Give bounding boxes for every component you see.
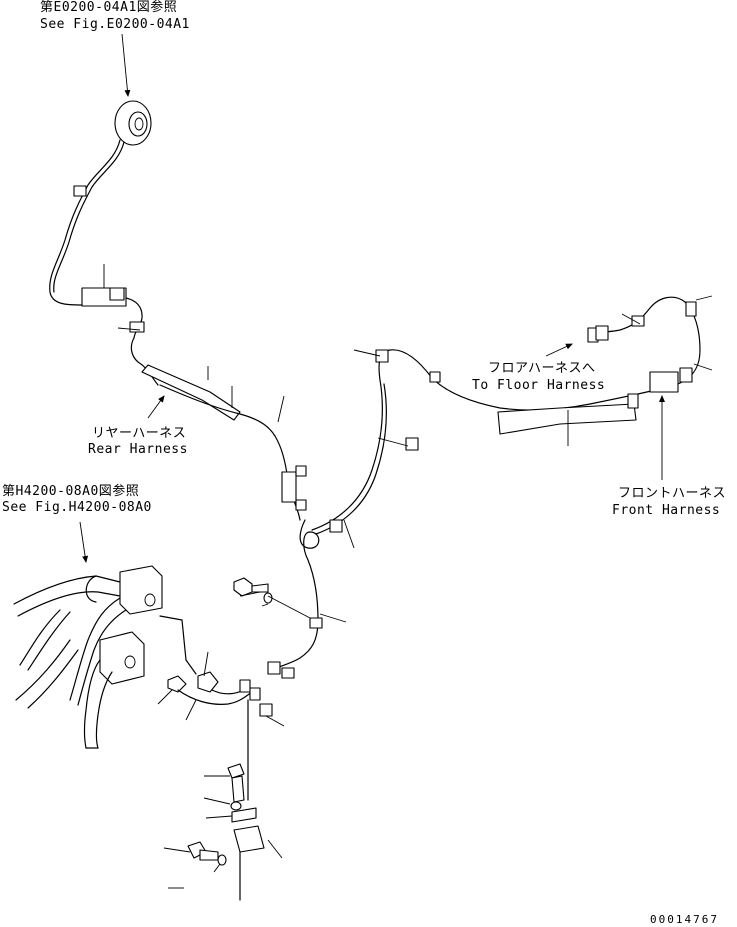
drawing-number: 00014767 xyxy=(650,913,719,926)
ref-e0200-en: See Fig.E0200-04A1 xyxy=(40,17,190,32)
ref-h4200-en: See Fig.H4200-08A0 xyxy=(2,500,152,515)
to-floor-harness-en: To Floor Harness xyxy=(472,378,606,393)
front-harness-jp: フロントハーネス xyxy=(618,486,727,501)
front-harness-en: Front Harness xyxy=(612,503,721,518)
reference-arrows xyxy=(79,33,665,563)
rear-harness-en: Rear Harness xyxy=(88,442,188,457)
rear-harness-jp: リヤーハーネス xyxy=(92,426,187,441)
valve-block-assembly xyxy=(13,565,163,749)
harness-loop-and-branch xyxy=(267,519,323,679)
to-floor-harness-jp: フロアハーネスへ xyxy=(488,361,596,376)
front-harness-cable xyxy=(311,296,701,535)
pressure-switches xyxy=(159,615,273,801)
ref-h4200-jp: 第H4200-08A0図参照 xyxy=(2,484,140,499)
top-sensor-connector xyxy=(114,100,152,146)
leader-lines xyxy=(103,264,713,889)
ref-e0200-jp: 第E0200-04A1図参照 xyxy=(40,0,178,15)
fasteners xyxy=(187,577,273,901)
rear-harness-cable xyxy=(49,139,307,521)
